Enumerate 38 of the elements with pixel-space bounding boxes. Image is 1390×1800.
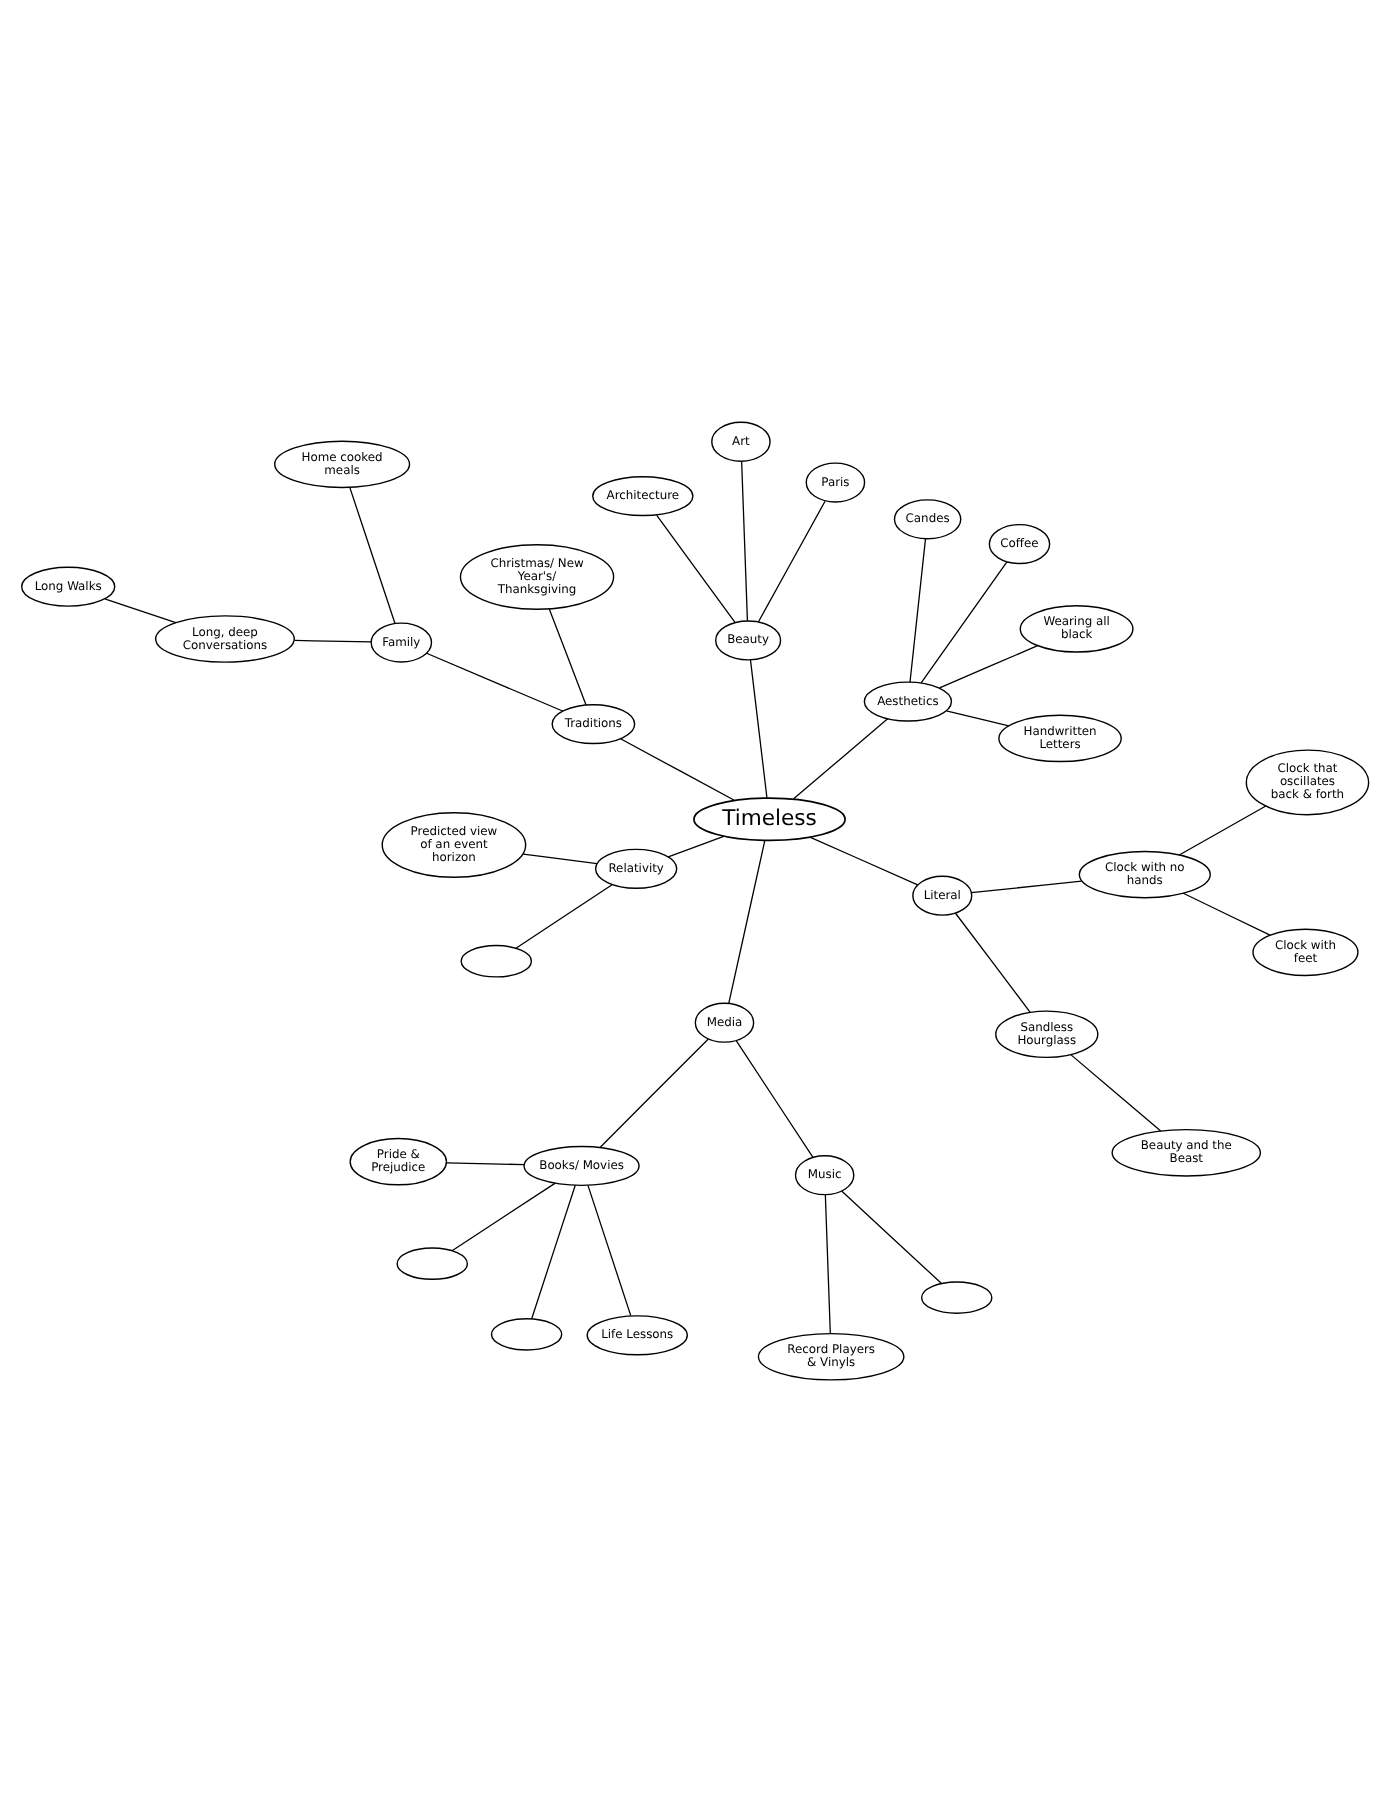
connector — [425, 651, 564, 711]
connector — [757, 499, 826, 622]
node-ellipse — [920, 1280, 993, 1313]
connector — [104, 597, 177, 623]
connector — [809, 835, 919, 885]
connector — [1182, 891, 1271, 935]
connector — [531, 1183, 576, 1319]
connector — [515, 883, 613, 948]
node-ellipse — [460, 943, 533, 977]
connector — [667, 834, 725, 857]
connector — [1178, 804, 1267, 855]
connector — [522, 852, 598, 864]
connector — [939, 644, 1039, 688]
connector — [792, 717, 889, 799]
connector — [451, 1181, 556, 1251]
connector — [445, 1161, 525, 1165]
connector — [920, 560, 1008, 683]
connector — [824, 1193, 831, 1334]
connector — [656, 513, 736, 623]
connector — [970, 879, 1083, 893]
connector — [945, 709, 1010, 726]
node-ellipse — [396, 1246, 469, 1280]
connector — [749, 658, 768, 798]
connector — [587, 1183, 632, 1316]
connector — [741, 459, 749, 621]
connector — [735, 1039, 814, 1157]
connector — [909, 537, 927, 682]
connector — [1070, 1053, 1162, 1131]
connector — [599, 1037, 709, 1148]
node-ellipse — [490, 1317, 563, 1350]
connector — [619, 737, 735, 800]
connector — [349, 485, 396, 624]
connector — [728, 839, 766, 1004]
connector — [294, 638, 373, 642]
connector — [954, 911, 1031, 1012]
node-ellipse: Timeless — [693, 796, 846, 841]
connector — [548, 607, 587, 705]
connector — [841, 1189, 943, 1284]
